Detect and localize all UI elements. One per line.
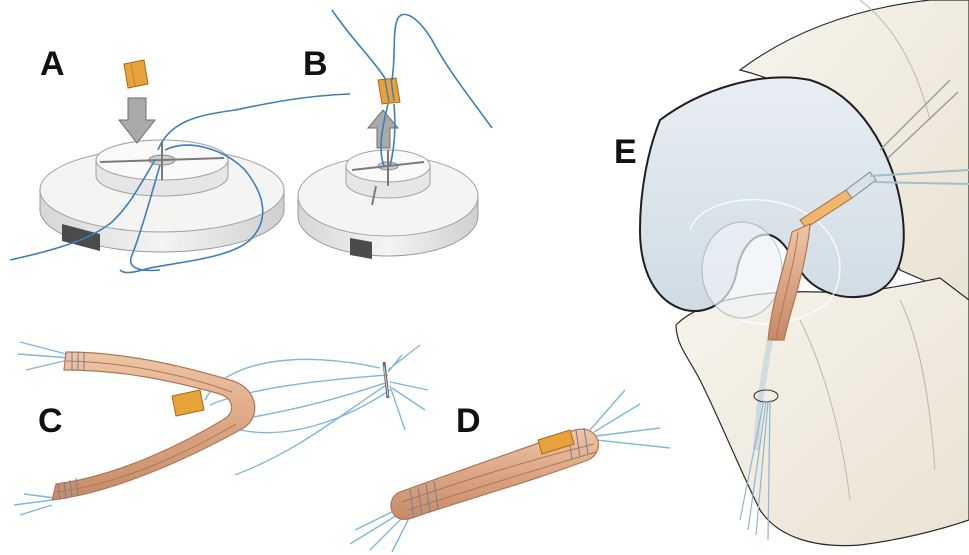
panel-label-c: C (38, 402, 63, 440)
panel-e: E (614, 0, 969, 546)
panel-d: D (350, 390, 670, 552)
panel-label-d: D (456, 402, 481, 440)
panel-a: A (10, 45, 350, 273)
panel-label-e: E (614, 133, 637, 171)
graft-c (52, 352, 255, 500)
panel-label-b: B (303, 45, 328, 83)
loading-disc-a (40, 140, 284, 252)
tibia (676, 278, 969, 546)
implant-button-a (124, 60, 148, 88)
panel-label-a: A (40, 45, 65, 83)
down-arrow (119, 98, 155, 143)
panel-b: B (298, 10, 492, 259)
loading-disc-b (298, 150, 478, 259)
suture-strands-b (332, 10, 492, 166)
implant-button-c (172, 390, 204, 416)
needle-c (384, 362, 388, 398)
panel-c: C (14, 342, 428, 515)
implant-button-b (378, 78, 400, 104)
